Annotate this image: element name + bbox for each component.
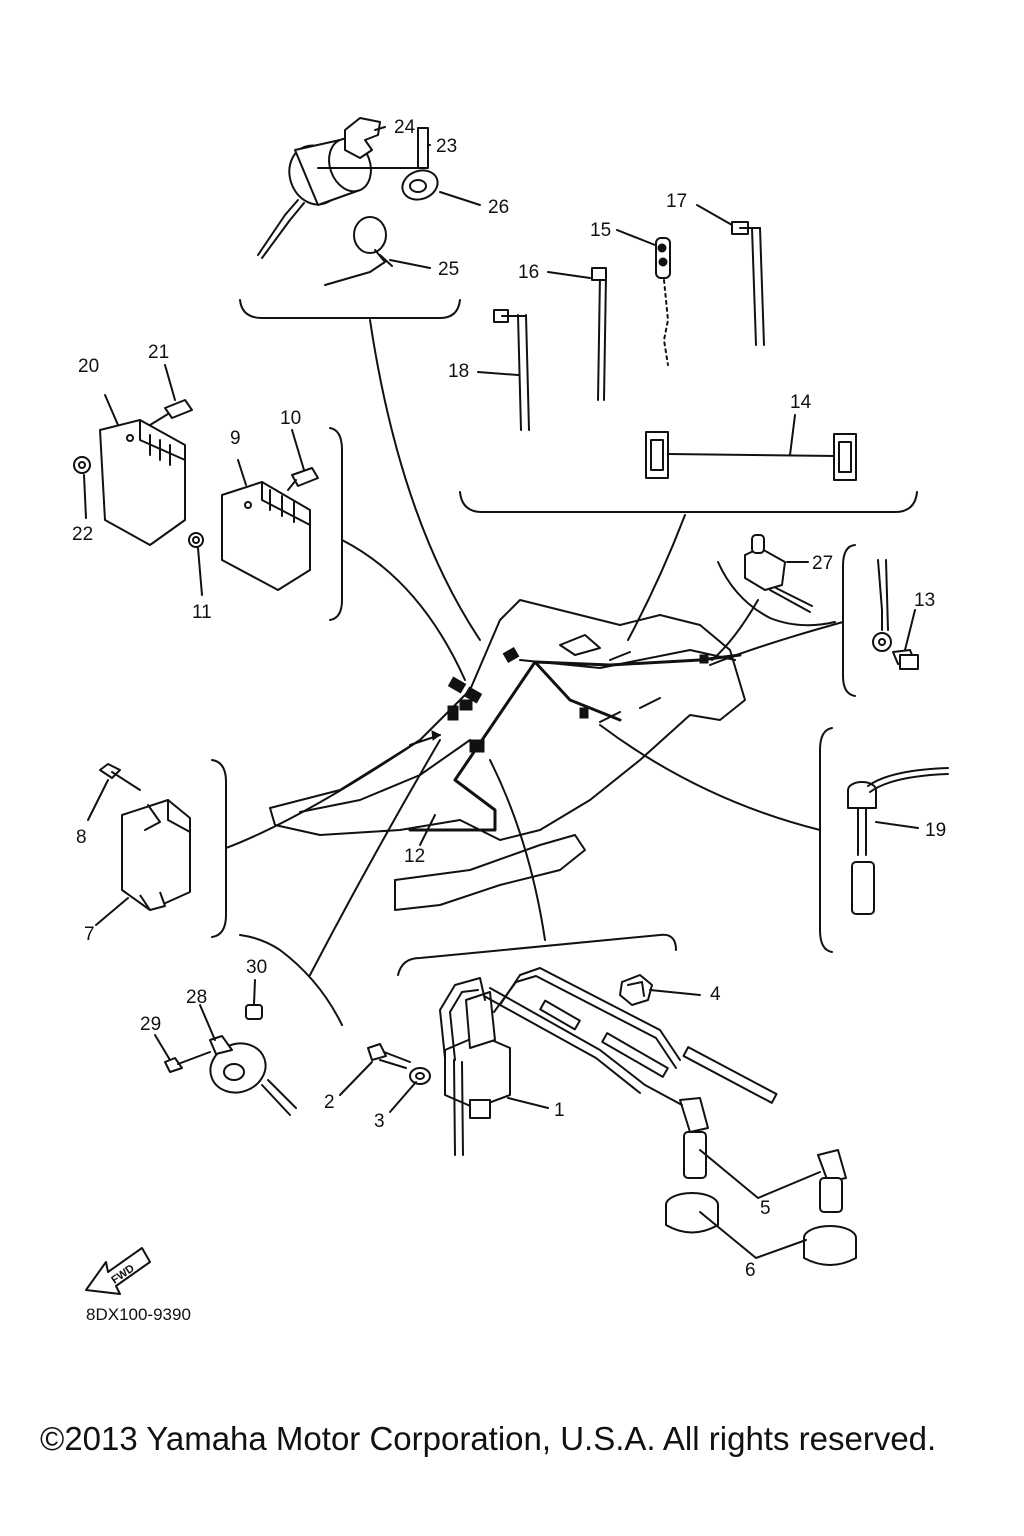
switch-part-27 bbox=[744, 534, 813, 613]
knob-part-26 bbox=[401, 169, 439, 201]
leader-lines bbox=[211, 299, 918, 1026]
part-label: 4 bbox=[710, 984, 721, 1005]
band-part-14 bbox=[645, 431, 857, 481]
part-label: 3 bbox=[374, 1111, 385, 1132]
part-label: 16 bbox=[518, 262, 539, 283]
bands-parts-15-18 bbox=[493, 221, 765, 431]
part-label: 13 bbox=[914, 590, 935, 611]
part-label: 7 bbox=[84, 924, 95, 945]
switch-part-25 bbox=[324, 216, 393, 286]
cdi-unit-part-20 bbox=[73, 399, 193, 546]
part-label: 24 bbox=[394, 117, 416, 138]
ground-lead-part-13 bbox=[872, 559, 919, 670]
module-part-7 bbox=[99, 763, 191, 911]
part-label: 15 bbox=[590, 220, 611, 241]
chassis-drawing bbox=[269, 599, 746, 911]
part-label: 5 bbox=[760, 1198, 771, 1219]
part-label: 10 bbox=[280, 408, 301, 429]
part-label: 20 bbox=[78, 356, 99, 377]
sensor-part-19 bbox=[847, 767, 949, 915]
plug-cap-part-6 bbox=[665, 1192, 857, 1266]
part-label: 1 bbox=[554, 1100, 565, 1121]
part-label: 26 bbox=[488, 197, 509, 218]
part-label: 23 bbox=[436, 136, 457, 157]
part-label: 6 bbox=[745, 1260, 756, 1281]
part-label: 9 bbox=[230, 428, 241, 449]
copyright-notice: ©2013 Yamaha Motor Corporation, U.S.A. A… bbox=[40, 1420, 936, 1457]
plug-cables-part-5 bbox=[483, 967, 847, 1213]
fwd-direction-arrow: FWD bbox=[85, 1247, 151, 1295]
part-label: 19 bbox=[925, 820, 946, 841]
part-label: 29 bbox=[140, 1014, 161, 1035]
part-label: 27 bbox=[812, 553, 833, 574]
drawing-code: 8DX100-9390 bbox=[86, 1305, 191, 1324]
rectifier-part-9 bbox=[188, 467, 319, 591]
part-labels: 24 23 26 25 17 15 16 18 14 21 20 22 9 10… bbox=[72, 117, 946, 1281]
label-leaders bbox=[83, 126, 919, 1259]
part-label: 18 bbox=[448, 361, 469, 382]
part-label: 17 bbox=[666, 191, 687, 212]
part-label: 11 bbox=[192, 602, 212, 623]
part-label: 21 bbox=[148, 342, 169, 363]
part-label: 2 bbox=[324, 1092, 335, 1113]
part-label: 25 bbox=[438, 259, 459, 280]
part-label: 14 bbox=[790, 392, 812, 413]
clamp-part-4 bbox=[619, 974, 653, 1006]
pickup-part-28 bbox=[164, 1004, 297, 1116]
part-label: 8 bbox=[76, 827, 87, 848]
main-switch-part-23 bbox=[257, 117, 381, 259]
part-label: 22 bbox=[72, 524, 93, 545]
ignition-coil-part-1 bbox=[439, 977, 511, 1156]
part-label: 30 bbox=[246, 957, 267, 978]
bolt-part-2 bbox=[367, 1043, 431, 1085]
part-label: 12 bbox=[404, 846, 425, 867]
part-label: 28 bbox=[186, 987, 207, 1008]
